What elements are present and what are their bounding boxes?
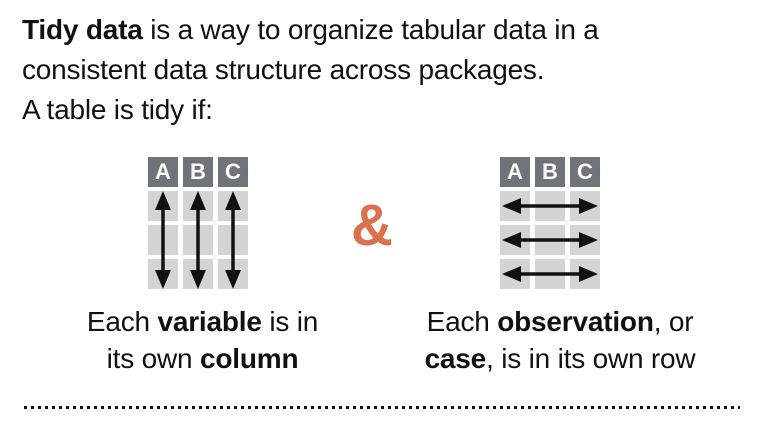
caption-bold-text: observation bbox=[497, 306, 654, 337]
table-cell bbox=[500, 259, 530, 289]
table-cell bbox=[570, 259, 600, 289]
table-cell bbox=[500, 225, 530, 255]
caption-text: , or bbox=[653, 306, 694, 337]
table-cell bbox=[183, 259, 213, 289]
intro-line2: consistent data structure across package… bbox=[22, 54, 545, 85]
intro-text: Tidy data is a way to organize tabular d… bbox=[22, 10, 732, 130]
caption-text: its own bbox=[106, 343, 200, 374]
rows-caption-line2: case, is in its own row bbox=[380, 340, 740, 377]
table-header-cell: A bbox=[500, 157, 530, 187]
columns-caption-line2: its own column bbox=[25, 340, 380, 377]
table-cell bbox=[535, 225, 565, 255]
table-cell bbox=[148, 191, 178, 221]
table-header-cell: C bbox=[218, 157, 248, 187]
caption-text: Each bbox=[426, 306, 498, 337]
rows-table: A B C bbox=[500, 157, 600, 289]
dotted-divider bbox=[24, 406, 740, 410]
caption-bold-text: column bbox=[199, 343, 299, 374]
intro-bold-lead: Tidy data bbox=[22, 14, 143, 45]
columns-table: A B C bbox=[148, 157, 248, 289]
caption-text: is in bbox=[261, 306, 319, 337]
table-cell bbox=[148, 225, 178, 255]
table-cell bbox=[218, 225, 248, 255]
intro-line1-rest: is a way to organize tabular data in a bbox=[142, 14, 599, 45]
table-header-cell: B bbox=[535, 157, 565, 187]
table-cell bbox=[183, 225, 213, 255]
table-cell bbox=[570, 225, 600, 255]
rows-caption-line1: Each observation, or bbox=[380, 303, 740, 340]
table-header-cell: B bbox=[183, 157, 213, 187]
table-cell bbox=[218, 259, 248, 289]
table-cell bbox=[500, 191, 530, 221]
table-cell bbox=[148, 259, 178, 289]
columns-caption: Each variable is in its own column bbox=[25, 303, 380, 377]
table-cell bbox=[535, 259, 565, 289]
ampersand-text: & bbox=[351, 193, 393, 258]
table-header-cell: C bbox=[570, 157, 600, 187]
caption-bold-text: variable bbox=[157, 306, 262, 337]
table-cell bbox=[218, 191, 248, 221]
table-cell bbox=[570, 191, 600, 221]
table-header-cell: A bbox=[148, 157, 178, 187]
table-cell bbox=[183, 191, 213, 221]
caption-text: Each bbox=[86, 306, 158, 337]
intro-line3: A table is tidy if: bbox=[22, 94, 213, 125]
rows-caption: Each observation, or case, is in its own… bbox=[380, 303, 740, 377]
caption-text: , is in its own row bbox=[486, 343, 696, 374]
table-cell bbox=[535, 191, 565, 221]
caption-bold-text: case bbox=[424, 343, 487, 374]
columns-caption-line1: Each variable is in bbox=[25, 303, 380, 340]
